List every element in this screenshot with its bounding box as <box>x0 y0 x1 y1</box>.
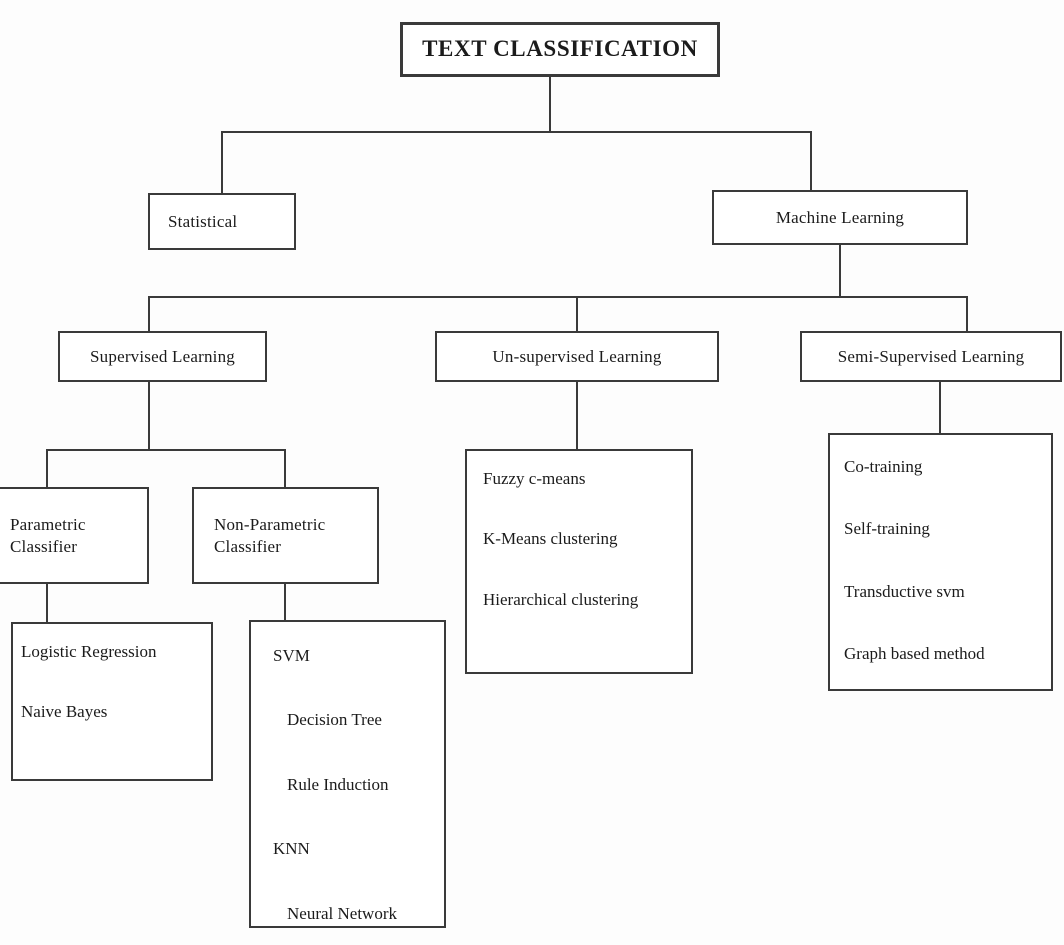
node-parametric-classifier[interactable]: Parametric Classifier <box>0 487 149 584</box>
node-semi-supervised-methods[interactable]: Co-training Self-training Transductive s… <box>828 433 1053 691</box>
connector-root-stem <box>549 77 551 132</box>
list-item: Decision Tree <box>287 710 382 730</box>
connector-ml-bar <box>148 296 967 298</box>
node-non-parametric-classifier[interactable]: Non-Parametric Classifier <box>192 487 379 584</box>
list-item: Logistic Regression <box>21 642 157 661</box>
node-non-parametric-classifier-label-line2: Classifier <box>214 536 282 556</box>
connector-unsupervised-to-leaves <box>576 382 578 450</box>
node-non-parametric-methods[interactable]: SVM Decision Tree Rule Induction KNN Neu… <box>249 620 446 928</box>
connector-to-unsupervised <box>576 296 578 332</box>
node-non-parametric-classifier-label-line1: Non-Parametric <box>214 515 326 535</box>
connector-to-statistical <box>221 131 223 193</box>
connector-parametric-to-leaves <box>46 583 48 623</box>
node-parametric-classifier-label-line2: Classifier <box>10 536 78 556</box>
node-machine-learning-label: Machine Learning <box>775 207 905 227</box>
node-semi-supervised-learning-label: Semi-Supervised Learning <box>837 346 1025 366</box>
connector-to-semi-supervised <box>966 296 968 332</box>
list-item: Hierarchical clustering <box>483 589 639 609</box>
list-item: K-Means clustering <box>483 529 618 549</box>
connector-to-non-parametric <box>284 449 286 488</box>
connector-ml-stem <box>839 245 841 297</box>
connector-to-supervised <box>148 296 150 332</box>
list-item: Fuzzy c-means <box>483 469 586 488</box>
node-semi-supervised-learning[interactable]: Semi-Supervised Learning <box>800 331 1062 382</box>
connector-to-machine-learning <box>810 131 812 190</box>
node-supervised-learning[interactable]: Supervised Learning <box>58 331 267 382</box>
connector-to-parametric <box>46 449 48 488</box>
node-text-classification[interactable]: TEXT CLASSIFICATION <box>400 22 720 77</box>
list-item: Co-training <box>844 457 923 476</box>
list-item: KNN <box>273 839 310 859</box>
list-item: Naive Bayes <box>21 702 108 722</box>
connector-root-bar <box>254 131 812 133</box>
connector-supervised-bar <box>46 449 285 451</box>
node-statistical[interactable]: Statistical <box>148 193 296 250</box>
node-parametric-methods[interactable]: Logistic Regression Naive Bayes <box>11 622 213 781</box>
connector-non-parametric-to-leaves <box>284 583 286 621</box>
connector-supervised-stem <box>148 382 150 450</box>
list-item: Graph based method <box>844 644 985 664</box>
node-unsupervised-learning[interactable]: Un-supervised Learning <box>435 331 719 382</box>
node-machine-learning[interactable]: Machine Learning <box>712 190 968 245</box>
node-parametric-classifier-label-line1: Parametric <box>10 515 86 535</box>
node-supervised-learning-label: Supervised Learning <box>90 346 235 366</box>
node-title-label: TEXT CLASSIFICATION <box>422 36 698 62</box>
node-unsupervised-learning-label: Un-supervised Learning <box>492 346 662 366</box>
list-item: Self-training <box>844 519 930 539</box>
node-unsupervised-methods[interactable]: Fuzzy c-means K-Means clustering Hierarc… <box>465 449 693 674</box>
connector-root-bar-left-tail <box>221 131 255 133</box>
list-item: Rule Induction <box>287 774 389 794</box>
list-item: Neural Network <box>287 903 397 923</box>
list-item: Transductive svm <box>844 581 965 601</box>
connector-semi-supervised-to-leaves <box>939 382 941 434</box>
list-item: SVM <box>273 646 310 665</box>
node-statistical-label: Statistical <box>168 211 238 231</box>
